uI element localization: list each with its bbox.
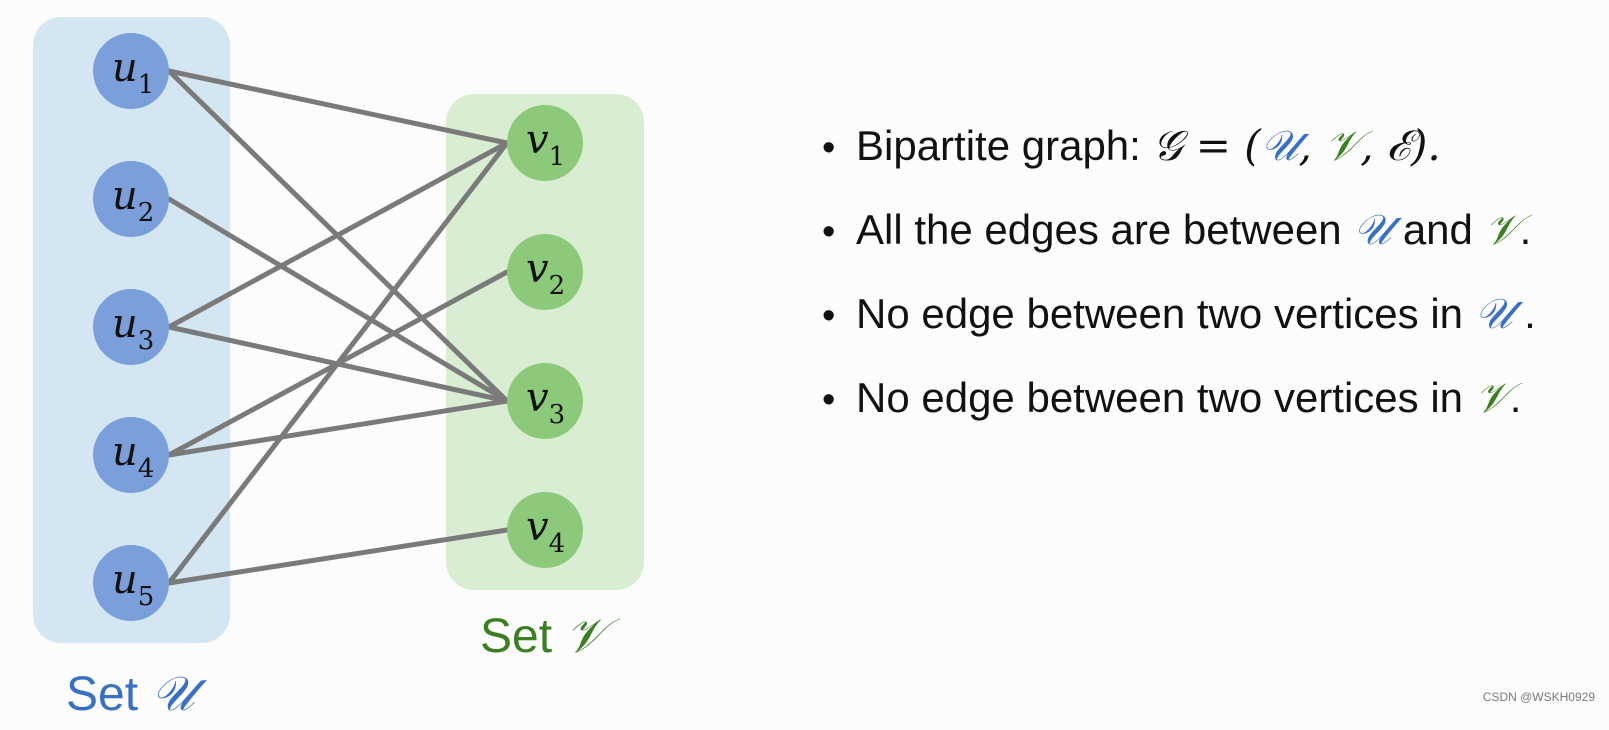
math-set-u: 𝒰: [1260, 121, 1299, 170]
bullet-text: .: [1509, 374, 1522, 421]
edge-u5-v4: [166, 527, 510, 586]
math-set-u: 𝒰: [1474, 289, 1513, 338]
vertex-u4: [93, 417, 169, 493]
bullet-text: No edge between two vertices in: [856, 374, 1475, 421]
math-close: ).: [1411, 121, 1441, 170]
edge-u3-v1: [166, 140, 510, 330]
math-sep: ,: [1298, 121, 1326, 170]
math-set-v: 𝒱: [1325, 121, 1361, 170]
watermark: CSDN @WSKH0929: [1482, 690, 1595, 704]
edges: [166, 68, 510, 586]
vertex-label-u4: u4: [112, 429, 154, 484]
vertex-label-u5: u5: [112, 557, 154, 612]
edge-u4-v3: [166, 398, 510, 458]
math-graph-g: 𝒢 = (: [1152, 121, 1261, 170]
bullet-dot: •: [822, 379, 836, 421]
bullet-dot: •: [822, 127, 836, 169]
edge-u1-v1: [166, 68, 510, 146]
bullet-text: All the edges are between: [856, 206, 1354, 253]
bullet-text: Bipartite graph:: [856, 122, 1153, 169]
math-set-v: 𝒱: [1484, 205, 1520, 254]
bullet-dot: •: [822, 211, 836, 253]
math-sep: ,: [1360, 121, 1387, 170]
vertex-v1: [507, 105, 583, 181]
vertex-v4: [507, 492, 583, 568]
bullet-text: No edge between two vertices in: [856, 290, 1475, 337]
bullet-text: and: [1391, 206, 1485, 253]
vertex-u5: [93, 545, 169, 621]
edge-u2-v3: [166, 196, 510, 404]
set-v-label: Set 𝒱: [480, 608, 620, 664]
vertex-u1: [93, 33, 169, 109]
math-edge-set: ℰ: [1386, 121, 1411, 170]
bullet-dot: •: [822, 295, 836, 337]
math-set-u: 𝒰: [1353, 205, 1392, 254]
set-u-label: Set 𝒰: [66, 666, 207, 722]
vertex-label-u2: u2: [112, 173, 154, 228]
bullet-text: .: [1519, 206, 1532, 253]
bullet-no-edge-v: • No edge between two vertices in 𝒱.: [822, 370, 1602, 454]
edge-u5-v1: [166, 140, 510, 586]
vertex-v2: [507, 234, 583, 310]
vertex-u2: [93, 161, 169, 237]
bullet-edges-between: • All the edges are between 𝒰 and 𝒱.: [822, 202, 1602, 286]
set-v-region: [446, 94, 644, 590]
bullet-list: •Bipartite graph: 𝒢 = (𝒰, 𝒱, ℰ). •All th…: [822, 118, 1602, 454]
math-set-v: 𝒱: [1474, 373, 1510, 422]
vertex-v3: [507, 363, 583, 439]
bullet-text: .: [1512, 290, 1536, 337]
bullet-no-edge-u: • No edge between two vertices in 𝒰 .: [822, 286, 1602, 370]
bullet-definition: • Bipartite graph: 𝒢 = (𝒰, 𝒱, ℰ).: [822, 118, 1602, 202]
vertex-u3: [93, 289, 169, 365]
